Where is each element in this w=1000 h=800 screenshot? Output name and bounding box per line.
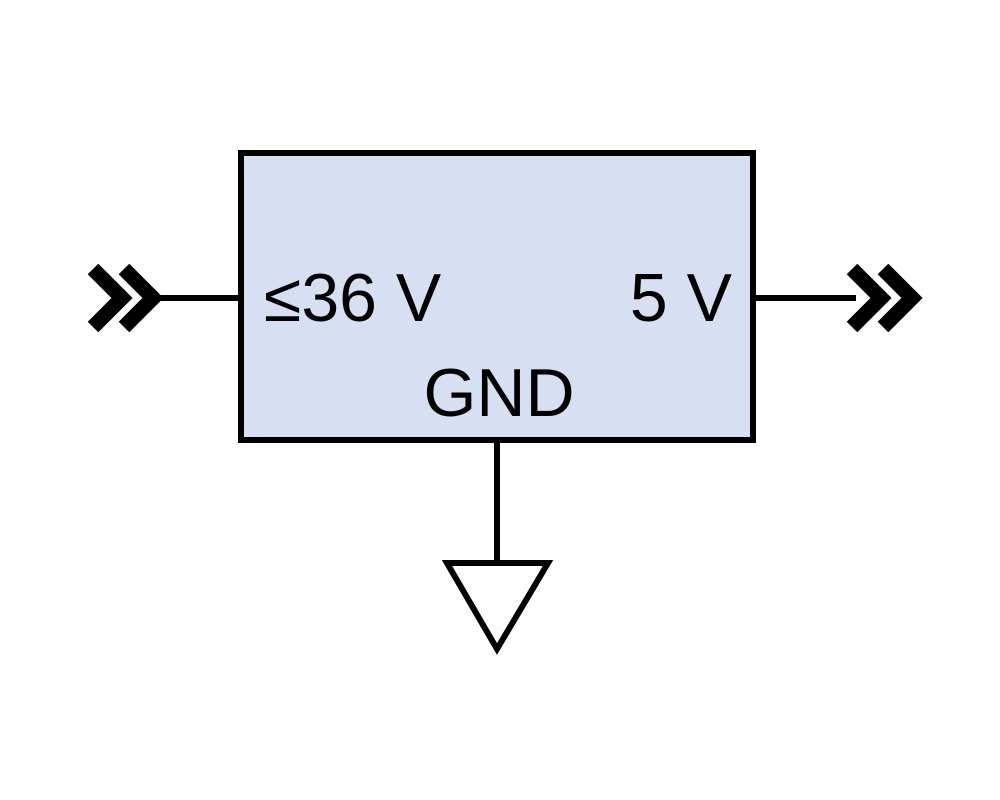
- input-chevron-1: [87, 263, 133, 333]
- output-connector-icon: [846, 263, 923, 333]
- regulator-block: [238, 150, 756, 443]
- output-voltage-label: 5 V: [630, 260, 733, 336]
- ground-label: GND: [423, 355, 574, 431]
- output-chevron-1: [846, 263, 892, 333]
- input-connector-icon: [87, 263, 164, 333]
- ground-icon: [441, 560, 554, 655]
- input-voltage-label: ≤36 V: [264, 260, 442, 336]
- output-chevron-2: [877, 263, 923, 333]
